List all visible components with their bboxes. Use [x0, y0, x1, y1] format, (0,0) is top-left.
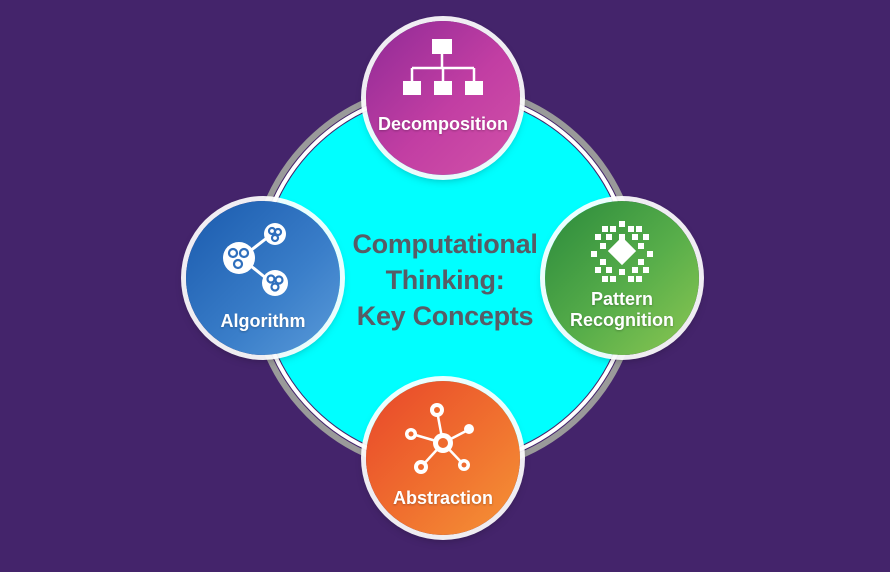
pattern-recognition-label-line-1: Pattern [590, 289, 653, 309]
center-title: Computational Thinking: Key Concepts [325, 226, 565, 334]
abstraction-label-line-1: Abstraction [392, 488, 493, 508]
center-circle [261, 94, 629, 462]
abstraction-node[interactable]: Abstraction [366, 381, 520, 535]
algorithm-label-line-1: Algorithm [220, 311, 306, 331]
share-nodes-icon [223, 223, 288, 296]
center-title-line-2: Thinking: [385, 265, 505, 295]
pattern-recognition-label-line-2: Recognition [570, 310, 674, 330]
decomposition-node[interactable]: Decomposition [366, 21, 520, 175]
pixel-pattern-icon [591, 221, 653, 282]
decomposition-label: Decomposition [366, 114, 520, 135]
center-title-line-1: Computational [352, 229, 538, 259]
hierarchy-icon [403, 39, 483, 95]
center-title-line-3: Key Concepts [356, 301, 534, 331]
pattern-recognition-node[interactable]: Pattern Recognition [545, 201, 699, 355]
pattern-recognition-label: Pattern Recognition [545, 289, 699, 331]
algorithm-label: Algorithm [186, 311, 340, 332]
hub-network-icon [405, 403, 474, 474]
abstraction-label: Abstraction [366, 488, 520, 509]
algorithm-node[interactable]: Algorithm [186, 201, 340, 355]
decomposition-label-line-1: Decomposition [377, 114, 508, 134]
